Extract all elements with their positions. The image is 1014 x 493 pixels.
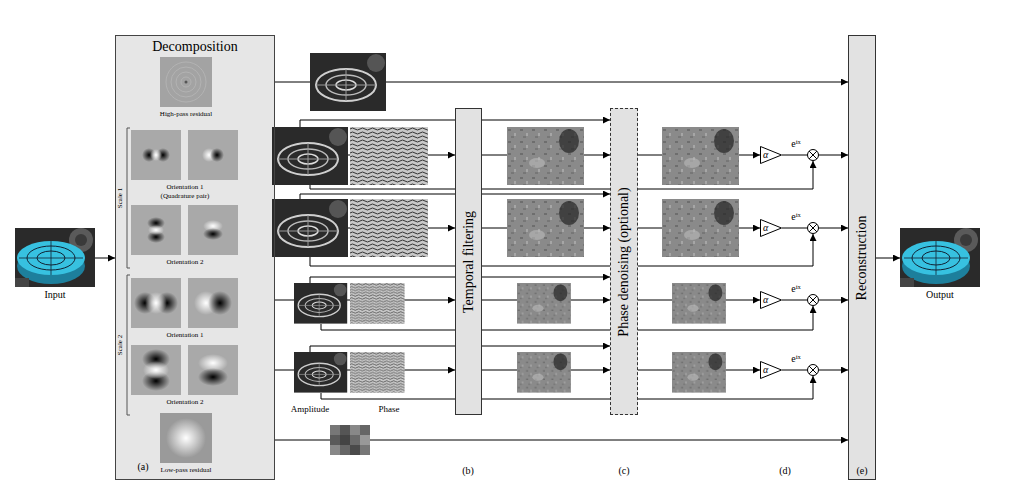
step-label: (a) [137,462,148,472]
node-label: α [763,223,768,233]
filter-caption: Low-pass residual [160,467,211,474]
node-label: α [763,365,768,375]
filter-caption: Orientation 1 [166,332,203,339]
node-label: Input [44,290,65,300]
filter-s1-o2 [131,205,238,255]
node-label: Temporal filtering [462,210,476,312]
high-pass-image [310,53,386,111]
node-label: α [763,150,768,160]
step-label: (b) [462,466,474,476]
image-node: Output [900,228,980,303]
image-caption: Phase [379,405,400,414]
scale-bracket [127,128,130,415]
scale-label: Scale 1 [117,188,124,208]
amplifier-triangle: α [760,219,782,237]
bypass-lines [300,120,813,399]
row-4-images [294,352,726,393]
decomposition-panel: Decomposition [115,35,275,480]
node-label: Reconstruction [855,215,869,300]
phase-shift-label: eⁱˣ [791,212,800,222]
image-caption: Amplitude [291,405,330,414]
node-label: Output [926,290,954,300]
filter-caption: Orientation 2 [166,399,203,406]
output-photo [900,228,980,287]
process-box: Reconstruction [848,35,876,480]
row-3-images [294,283,726,324]
connector-arrow [95,258,115,259]
amplifier-triangle: α [760,361,782,379]
row-1-images [272,127,739,185]
filter-caption: (Quadrature pair) [161,193,210,200]
step-label: (d) [779,466,791,476]
low-pass-filter [160,413,212,463]
filter-s2-o2 [131,345,238,395]
scale-label: Scale 2 [117,335,124,355]
input-photo [15,228,95,287]
amplifier-triangle: α [760,291,782,309]
row-2-images [272,199,739,257]
filter-caption: Orientation 1 [166,184,203,191]
filter-caption: High-pass residual [160,111,212,118]
step-label: (c) [618,466,629,476]
filter-s2-o1 [131,278,238,328]
node-label: Phase denoising (optional) [617,187,631,336]
multiplier-symbols [808,150,819,376]
connector-arrow [876,258,900,259]
node-label: α [763,295,768,305]
image-node: Input [15,228,95,303]
low-pass-image [330,425,370,455]
process-box: Temporal filtering [455,108,482,415]
step-label: (e) [856,466,867,476]
amplifier-triangle: α [760,146,782,164]
filter-s1-o1 [131,130,238,180]
phase-shift-label: eⁱˣ [791,284,800,294]
phase-shift-label: eⁱˣ [791,354,800,364]
filter-caption: Orientation 2 [166,259,203,266]
decomposition-panel-fill [115,35,275,480]
phase-shift-label: eⁱˣ [791,139,800,149]
node-label: Decomposition [152,40,238,54]
optional-process-box: Phase denoising (optional) [610,108,638,415]
high-pass-filter [160,57,212,107]
